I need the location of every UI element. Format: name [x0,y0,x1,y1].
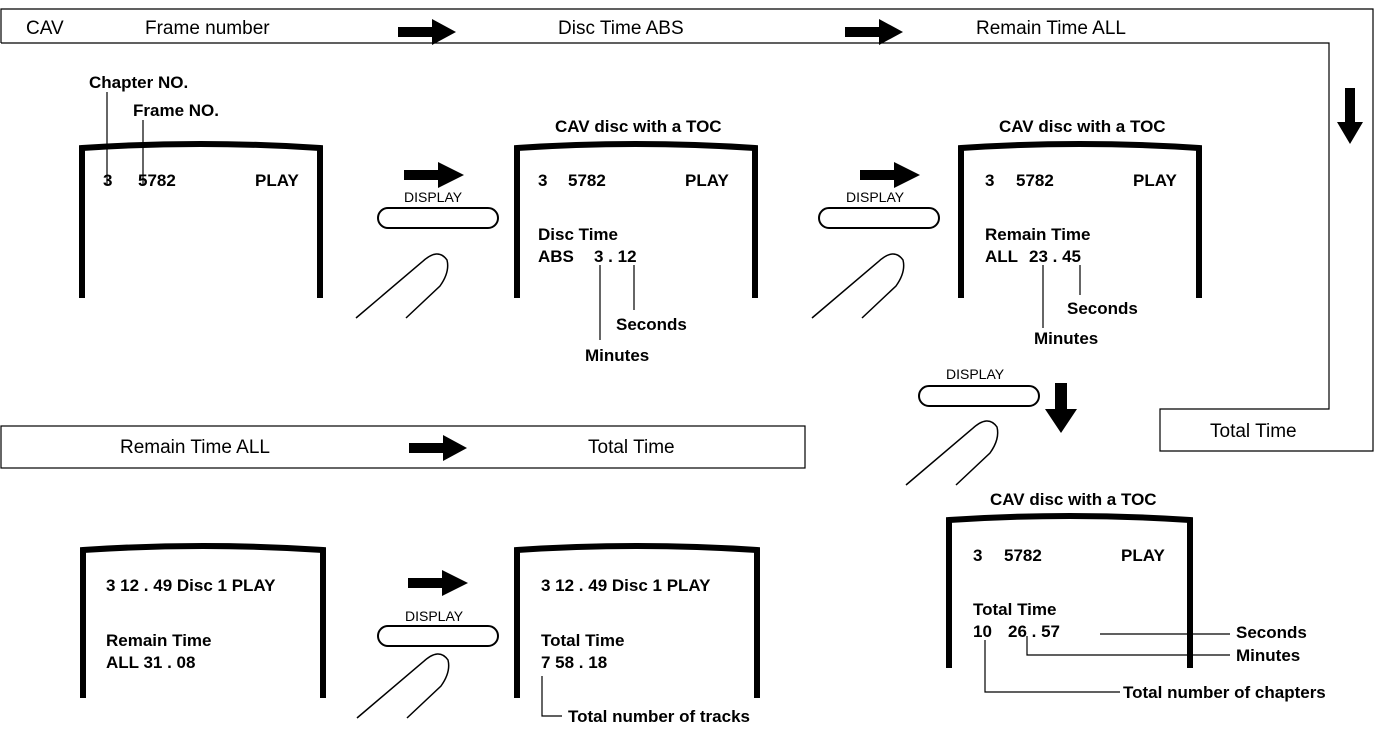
display-button-3-label: DISPLAY [946,366,1005,382]
tv-screen-2 [514,141,758,298]
callout-lines [106,92,1230,717]
screen5-line2: Remain Time [106,631,212,650]
bottom-step-total-time: Total Time [588,437,675,458]
screen4-line1: Total Time [973,600,1057,619]
display-button-4-label: DISPLAY [405,608,464,624]
screen4-line2-value: 26 . 57 [1008,622,1060,641]
screen4-callout-minutes: Minutes [1236,646,1301,665]
screen3-line2-value: 23 . 45 [1029,247,1081,266]
screen6-callout-tracks: Total number of tracks [568,707,750,726]
screen2-chapter: 3 [538,171,548,190]
callout-frame-no: Frame NO. [133,101,219,120]
screen2-status: PLAY [685,171,729,190]
finger-drawings [355,253,999,719]
screen3-callout-seconds: Seconds [1067,299,1138,318]
screen2-line1: Disc Time [538,225,619,244]
display-button-2[interactable] [818,207,940,229]
screen1-status: PLAY [255,171,299,190]
screen3-chapter: 3 [985,171,995,190]
arrow-display-2 [860,162,920,188]
screen1-frame: 5782 [138,171,176,190]
display-button-2-label: DISPLAY [846,189,905,205]
step-frame-number: Frame number [145,18,270,39]
screen4-callout-chapters: Total number of chapters [1123,683,1326,702]
screen4-frame: 5782 [1004,546,1042,565]
display-button-3[interactable] [918,385,1040,407]
bottom-row-frame [0,425,806,469]
screen3-status: PLAY [1133,171,1177,190]
screen2-line2-prefix: ABS [538,247,574,266]
tv-screen-1 [79,141,323,298]
arrow-bottom-1 [409,435,467,461]
step-disc-time-abs: Disc Time ABS [558,18,684,39]
screen4-line2-prefix: 10 [973,622,992,641]
screen2-callout-minutes: Minutes [585,346,650,365]
screen6-line2: Total Time [541,631,625,650]
screen3-callout-minutes: Minutes [1034,329,1099,348]
screen6-line1: 3 12 . 49 Disc 1 PLAY [541,576,711,595]
arrow-display-1 [404,162,464,188]
tv-screen-5 [80,543,326,698]
arrow-top-2 [845,19,903,45]
screen4-caption: CAV disc with a TOC [990,490,1157,509]
arrow-down-right [1337,88,1363,144]
tv-screen-6 [514,543,760,698]
screen3-caption: CAV disc with a TOC [999,117,1166,136]
screen4-status: PLAY [1121,546,1165,565]
tv-screen-3 [958,141,1202,298]
arrow-down-display-3 [1045,383,1077,433]
screen2-callout-seconds: Seconds [616,315,687,334]
screen5-line1: 3 12 . 49 Disc 1 PLAY [106,576,276,595]
step-remain-time-all: Remain Time ALL [976,18,1126,39]
screen2-line2-value: 3 . 12 [594,247,637,266]
screen6-line3: 7 58 . 18 [541,653,608,672]
screen5-line3: ALL 31 . 08 [106,653,196,672]
arrows [398,19,1363,596]
mode-label: CAV [26,18,64,39]
screen2-caption: CAV disc with a TOC [555,117,722,136]
top-row-frame [0,8,1374,452]
screen3-line2-prefix: ALL [985,247,1019,266]
screen4-chapter: 3 [973,546,983,565]
screen2-frame: 5782 [568,171,606,190]
display-button-1-label: DISPLAY [404,189,463,205]
display-button-4[interactable] [377,625,499,647]
screen3-line1: Remain Time [985,225,1091,244]
step-total-time: Total Time [1210,421,1297,442]
screen1-chapter: 3 [103,171,113,190]
screen4-callout-seconds: Seconds [1236,623,1307,642]
display-button-1[interactable] [377,207,499,229]
screen3-frame: 5782 [1016,171,1054,190]
bottom-step-remain-time-all: Remain Time ALL [120,437,270,458]
callout-chapter-no: Chapter NO. [89,73,189,92]
arrow-top-1 [398,19,456,45]
arrow-display-4 [408,570,468,596]
tv-screen-4 [946,513,1193,668]
